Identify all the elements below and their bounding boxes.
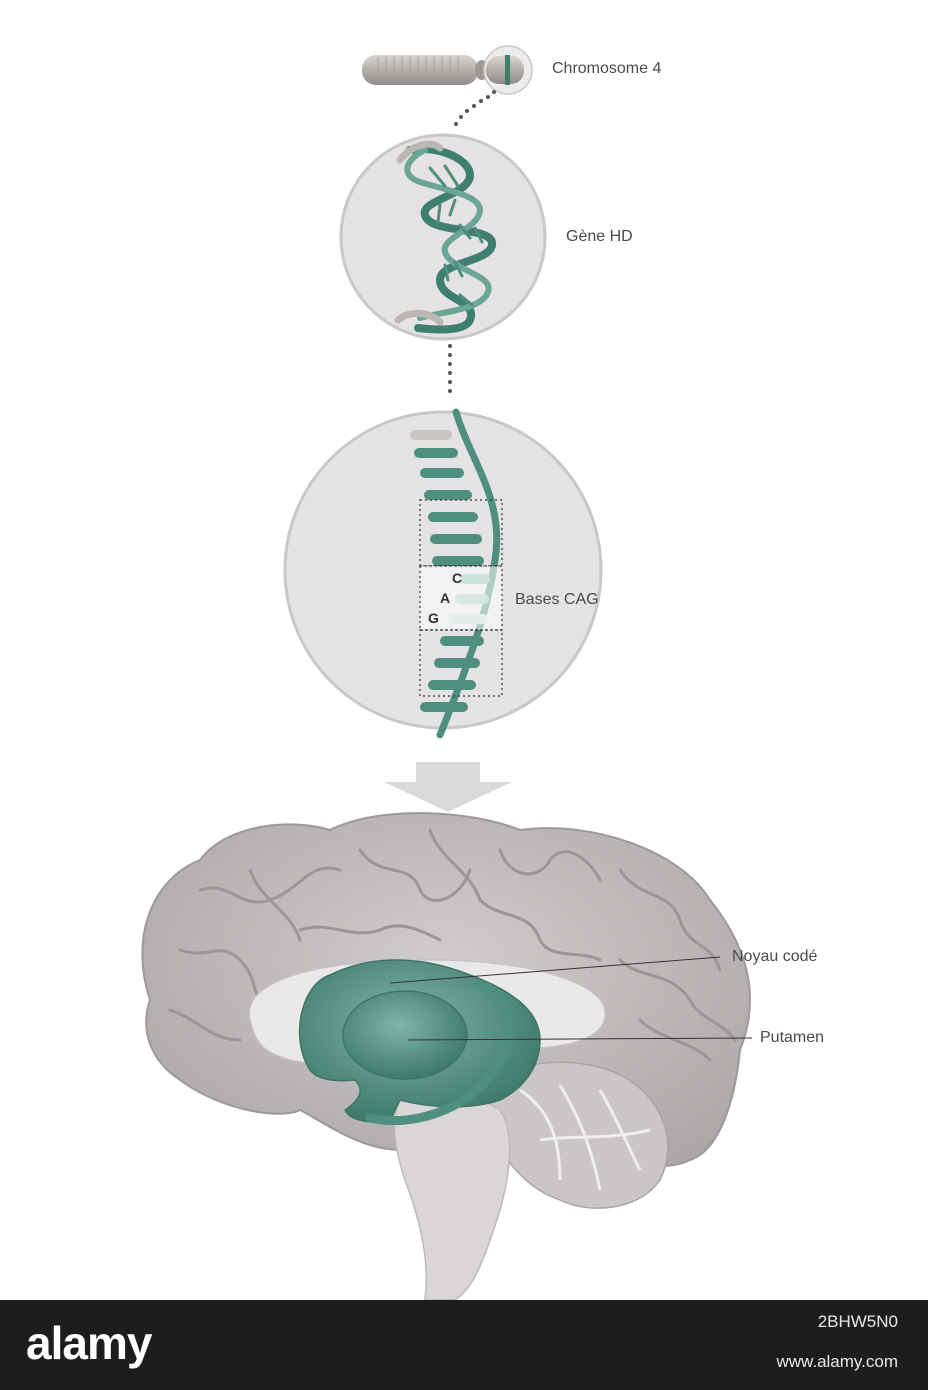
cag-bases-label: Bases CAG xyxy=(515,591,599,608)
stock-site-url: www.alamy.com xyxy=(776,1352,898,1371)
caudate-leader-line xyxy=(389,956,721,984)
base-letter-g: G xyxy=(428,610,439,626)
gene-hd-magnifier xyxy=(339,133,547,341)
stock-image-id: 2BHW5N0 xyxy=(817,1312,898,1331)
brain-sagittal-section xyxy=(141,812,753,1300)
alamy-logo: alamy xyxy=(26,1317,152,1369)
base-letter-c: C xyxy=(452,570,463,586)
zoom-connector-dots xyxy=(448,90,496,393)
stock-footer-bar: alamy 2BHW5N0 www.alamy.com xyxy=(0,1300,928,1390)
down-arrow-icon xyxy=(384,762,512,812)
cag-bases-magnifier xyxy=(283,408,603,739)
putamen-label: Putamen xyxy=(760,1029,825,1046)
repeat-box-lower xyxy=(419,629,503,697)
repeat-box-upper xyxy=(419,499,503,567)
chromosome-4 xyxy=(362,45,533,95)
base-letter-a: A xyxy=(440,590,451,606)
huntington-gene-diagram xyxy=(141,45,753,1300)
gene-hd-label: Gène HD xyxy=(566,228,633,245)
putamen-leader-line xyxy=(407,1037,753,1041)
repeat-box-cag xyxy=(419,565,503,631)
caudate-nucleus-label: Noyau codé xyxy=(732,948,818,965)
chromosome-label: Chromosome 4 xyxy=(552,60,662,77)
